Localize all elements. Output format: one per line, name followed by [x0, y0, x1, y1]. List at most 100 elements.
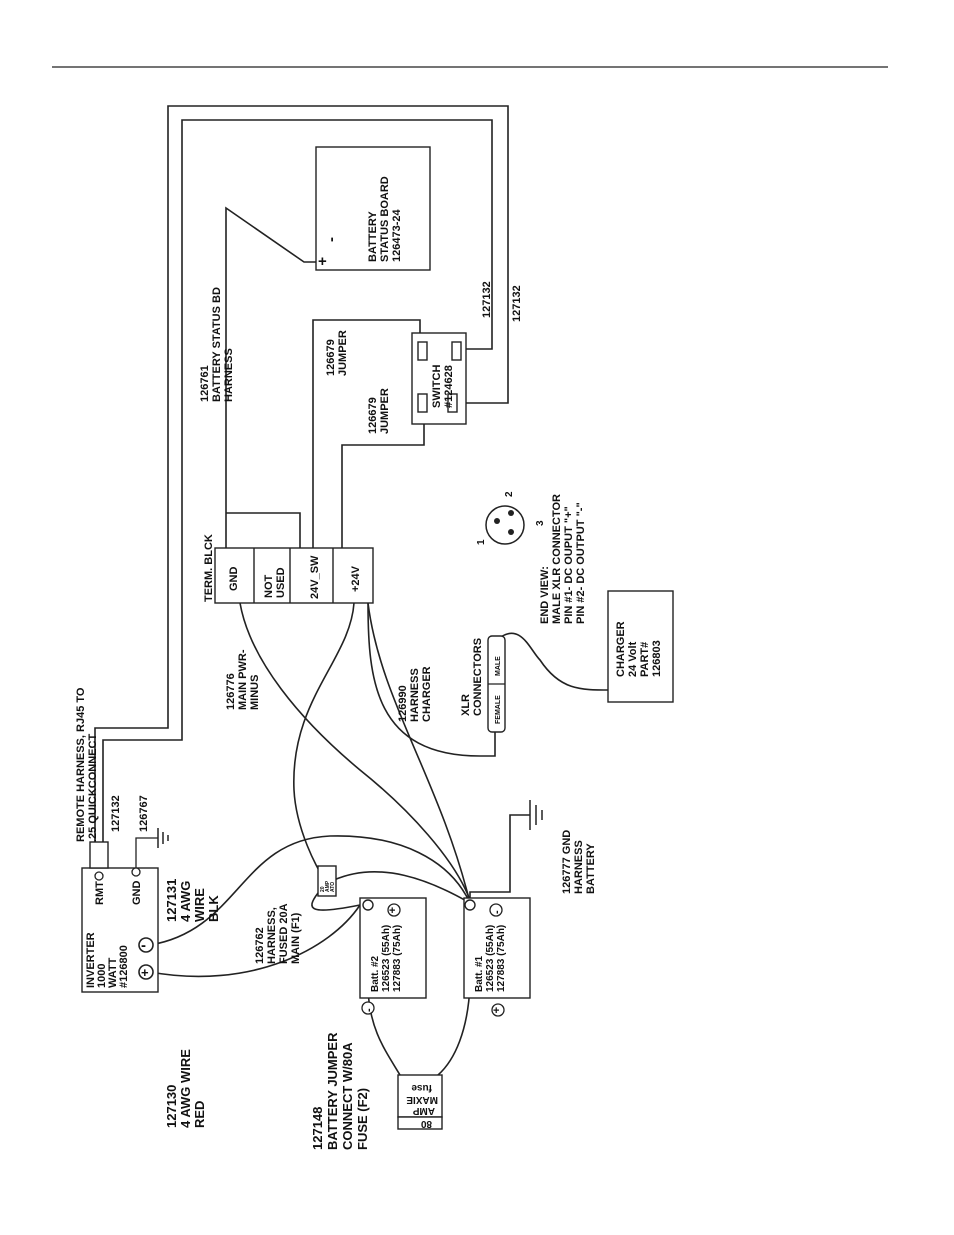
xlr-inline-connectors: MALE FEMALE — [487, 635, 506, 733]
harness-charger-label: 126990 HARNESS CHARGER — [397, 666, 433, 722]
wire-blk-line-3: WIRE — [192, 888, 207, 922]
batt1-line-1: Batt. #1 — [474, 955, 485, 992]
batt2-minus-marker — [361, 1001, 375, 1015]
fuse80-line-3: MAXIE — [406, 1094, 438, 1105]
term-not-used-line-2: USED — [275, 567, 287, 598]
fuse80-line-2: AMP — [412, 1105, 435, 1116]
inverter-gnd-wire — [135, 837, 158, 870]
fuse80-line-1: 80 — [420, 1118, 432, 1129]
gnd-harness-label: 126777 GND HARNESS BATTERY — [561, 830, 597, 894]
inverter: - + INVERTER 1000 WATT #126800 RMT GND — [81, 841, 159, 993]
inverter-label-line-2: 1000 — [96, 964, 108, 988]
charger-harness-wire — [367, 602, 496, 757]
status-bd-harness-line-2: BATTERY STATUS BD — [211, 287, 223, 402]
inverter-label-line-1: INVERTER — [85, 932, 97, 988]
inverter-minus-terminal — [138, 937, 154, 953]
wire-blk-line-1: 127131 — [164, 879, 179, 922]
term-cell-gnd: GND — [228, 567, 240, 592]
batt1-plus: + — [493, 1005, 499, 1017]
fuse-20a: 20 AMP ATO — [317, 865, 337, 897]
xlr-female-label: FEMALE — [495, 695, 502, 724]
remote-harness-wire-inner — [102, 119, 493, 845]
jumper-b-wire — [312, 319, 421, 548]
switch-terminal-d — [447, 393, 458, 413]
gnd-harness-line-2: HARNESS — [573, 840, 585, 894]
batt2-plus-terminal — [387, 903, 401, 917]
label-127132-switch-a: 127132 — [481, 281, 493, 318]
main-pwr-minus-wire — [239, 602, 471, 901]
batt1-line-2: 126523 (55Ah) — [485, 925, 496, 992]
switch-line-1: SWITCH — [431, 365, 443, 408]
fuse20-line-1: 20 — [320, 886, 326, 892]
jumper-b-line-2: JUMPER — [379, 388, 391, 434]
xlr-pin-3 — [508, 529, 514, 535]
inverter-ground-symbol — [157, 828, 169, 848]
term-not-used-line-1: NOT — [263, 575, 275, 599]
switch: SWITCH #124628 — [411, 332, 467, 425]
main-pwr-minus-line-2: MAIN PWR- — [237, 649, 249, 710]
batt1-minus-marker — [489, 903, 503, 917]
batt1-minus-terminal — [464, 899, 476, 911]
xlr-pin-label-1: 1 — [476, 539, 487, 545]
jumper-connect-line-4: FUSE (F2) — [355, 1088, 370, 1150]
status-board-line-3: 126473-24 — [391, 209, 403, 262]
jumper-connect-label: 127148 BATTERY JUMPER CONNECT W/80A FUSE… — [310, 1032, 370, 1150]
jumper-a-label: 126679 JUMPER — [325, 330, 349, 376]
batt2-plus: + — [389, 905, 395, 917]
rmt-connector — [89, 841, 109, 869]
remote-harness-wire — [94, 105, 509, 845]
main-pwr-minus-line-3: MINUS — [249, 675, 261, 710]
inverter-plus-terminal — [138, 964, 154, 980]
fused-harness-label: 126762 HARNESS, FUSED 20A MAIN (F1) — [254, 903, 302, 964]
batt2-line-1: Batt. #2 — [370, 955, 381, 992]
wire-red-line-2: 4 AWG WIRE — [178, 1049, 193, 1128]
fused-harness-line-3: FUSED 20A — [278, 903, 290, 964]
batt1-line-3: 127883 (75Ah) — [496, 925, 507, 992]
status-board-line-2: STATUS BOARD — [379, 176, 391, 262]
fused-harness-wire — [293, 602, 355, 876]
harness-charger-line-1: 126990 — [397, 685, 409, 722]
batt2-line-3: 127883 (75Ah) — [392, 925, 403, 992]
xlr-charger-cable — [496, 632, 611, 691]
term-not-used-label: NOT USED — [263, 567, 287, 598]
terminal-block: TERM. BLCK GND 24V_SW +24V — [203, 534, 374, 604]
remote-harness-line-2: .25 QUICKCONNECT — [87, 734, 99, 842]
gnd-harness-line-1: 126777 GND — [561, 830, 573, 894]
xlr-end-view-line-4: PIN #2- DC OUTPUT "-" — [575, 502, 587, 624]
switch-terminal-b — [451, 341, 462, 361]
jumper-connect-line-2: BATTERY JUMPER — [325, 1032, 340, 1150]
inverter-minus-wire — [149, 835, 471, 946]
fuse20-line-3: ATO — [330, 882, 336, 892]
xlr-connectors-line-2: CONNECTORS — [472, 638, 484, 716]
wire-blk-label: 127131 4 AWG WIRE BLK — [164, 879, 221, 922]
inverter-plus-symbol: + — [141, 965, 149, 980]
jumper-connect-line-1: 127148 — [310, 1107, 325, 1150]
xlr-end-view: 1 2 3 END VIEW: MALE XLR CONNECTOR PIN #… — [476, 491, 587, 624]
fused-harness-line-4: MAIN (F1) — [290, 912, 302, 964]
fused-harness-line-1: 126762 — [254, 927, 266, 964]
term-block-title: TERM. BLCK — [203, 534, 215, 602]
status-board-minus: - — [323, 237, 340, 242]
batt1-minus: - — [491, 910, 503, 914]
main-pwr-minus-label: 126776 MAIN PWR- MINUS — [225, 649, 261, 710]
switch-line-2: #124628 — [443, 365, 455, 408]
batt1-plus-marker — [491, 1003, 505, 1017]
xlr-pin-2 — [508, 510, 514, 516]
label-127132-switch-b: 127132 — [511, 285, 523, 322]
xlr-pin-label-2: 2 — [504, 491, 515, 497]
charger-line-3: PART# — [639, 642, 651, 677]
batt2-to-fuse — [367, 989, 401, 1076]
xlr-end-view-line-3: PIN #1- DC OUPUT "+" — [563, 506, 575, 624]
xlr-pin-label-3: 3 — [535, 520, 546, 526]
batt2-line-2: 126523 (55Ah) — [381, 925, 392, 992]
jumper-a-line-1: 126679 — [325, 339, 337, 376]
fused-harness-line-2: HARNESS, — [266, 907, 278, 964]
batt2-minus-terminal — [362, 899, 374, 911]
battery-status-board: + - BATTERY STATUS BOARD 126473-24 — [315, 146, 431, 271]
battery-1: - + Batt. #1 126523 (55Ah) 127883 (75Ah) — [463, 897, 531, 1017]
remote-harness-line-1: REMOTE HARNESS, RJ45 TO — [75, 687, 87, 842]
inverter-label-line-4: #126800 — [118, 945, 130, 988]
charger-line-1: CHARGER — [615, 621, 627, 677]
wire-blk-line-2: 4 AWG — [178, 881, 193, 922]
